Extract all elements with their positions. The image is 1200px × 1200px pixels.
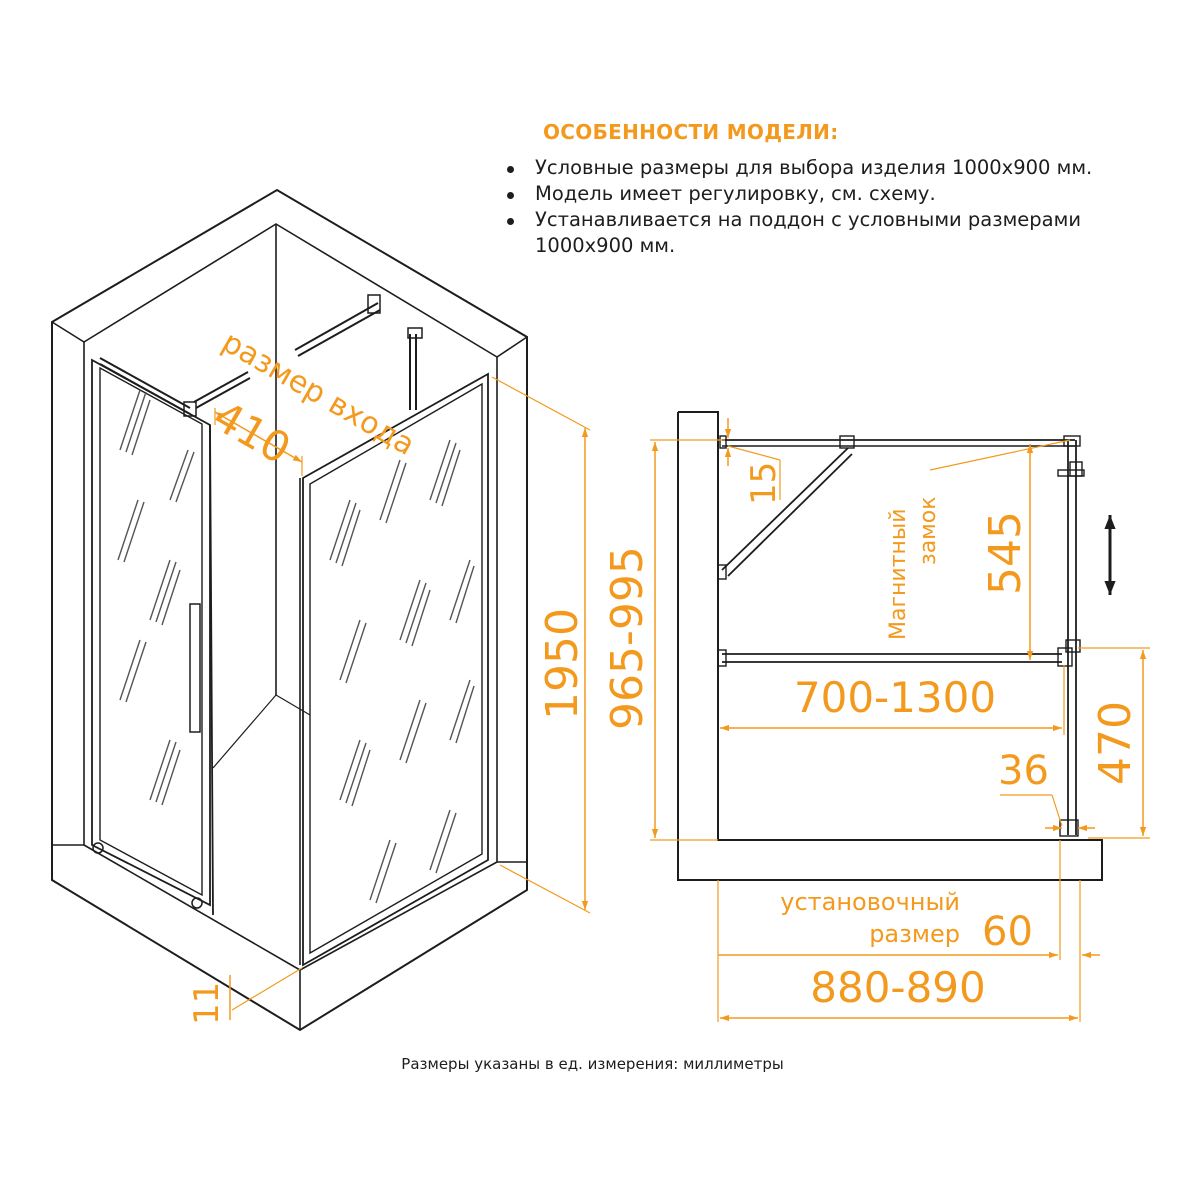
install-label-line2: размер xyxy=(869,920,960,948)
feature-item: Устанавливается на поддон с условными ра… xyxy=(505,207,1185,259)
install-offset-value: 60 xyxy=(982,909,1033,955)
width-range-value: 880-890 xyxy=(810,963,986,1012)
total-height-value: 1950 xyxy=(537,608,588,720)
rod-length-value: 700-1300 xyxy=(794,673,996,722)
isometric-cabin: размер входа 410 1950 11 xyxy=(51,188,591,1032)
magnet-label-line2: замок xyxy=(916,496,941,565)
top-offset-value: 15 xyxy=(744,462,784,505)
gap-bottom-value: 11 xyxy=(187,982,227,1025)
height-range-value: 965-995 xyxy=(602,546,653,730)
plan-schematic: 965-995 15 Магнитный замок 545 700-1300 … xyxy=(602,411,1150,1022)
features-heading: ОСОБЕННОСТИ МОДЕЛИ: xyxy=(543,120,839,144)
entrance-width-value: 410 xyxy=(205,391,299,474)
magnet-height-value: 545 xyxy=(980,511,1031,595)
features-list: Условные размеры для выбора изделия 1000… xyxy=(505,155,1185,259)
feature-item: Модель имеет регулировку, см. схему. xyxy=(505,181,1185,207)
units-note: Размеры указаны в ед. измерения: миллиме… xyxy=(401,1055,784,1073)
feature-item: Условные размеры для выбора изделия 1000… xyxy=(505,155,1185,181)
install-label-line1: установочный xyxy=(780,888,960,916)
magnet-label-line1: Магнитный xyxy=(886,508,911,640)
post-width-value: 36 xyxy=(998,748,1049,794)
lower-height-value: 470 xyxy=(1090,701,1141,785)
